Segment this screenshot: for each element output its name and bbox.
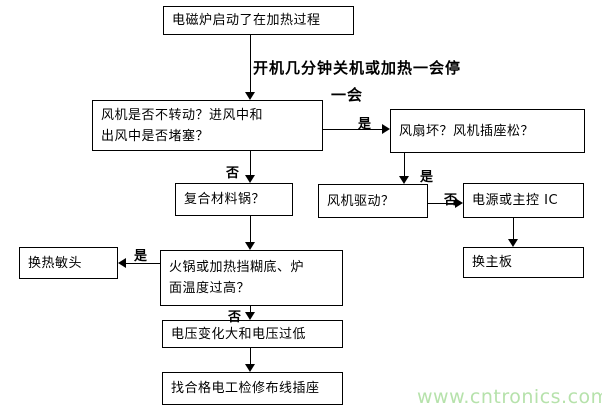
flow-line-composite-pot-to-hotpot [250, 216, 251, 243]
node-fan-check: 风机是否不转动？进风中和 出风中是否堵塞？ [92, 100, 323, 151]
edge-label-hotpot-no: 否 [228, 310, 242, 325]
arrowhead-left-icon [118, 258, 126, 268]
flow-line-power-ic-to-main-board [513, 218, 514, 240]
node-fan-drive: 风机驱动？ [318, 184, 428, 218]
flow-line-hotpot-to-heat-sensor [125, 263, 160, 264]
edge-label-startup-condition-line2: 一会 [331, 86, 364, 104]
node-main-board: 换主板 [463, 247, 584, 278]
arrowhead-down-icon [399, 176, 409, 184]
node-heat-sensor: 换热敏头 [19, 247, 118, 279]
node-voltage: 电压变化大和电压过低 [162, 320, 343, 348]
flow-line-fan-broken-to-fan-drive [404, 153, 405, 177]
flow-line-fan-check-to-fan-broken [323, 129, 383, 130]
arrowhead-down-icon [245, 364, 255, 372]
edge-label-drive-no: 否 [444, 193, 458, 208]
node-main-board-label: 换主板 [472, 255, 513, 270]
arrowhead-down-icon [508, 239, 518, 247]
edge-label-hotpot-yes: 是 [134, 249, 148, 264]
node-start-label: 电磁炉启动了在加热过程 [172, 13, 321, 28]
edge-label-startup-condition-line1: 开机几分钟关机或加热一会停 [253, 59, 462, 77]
node-start: 电磁炉启动了在加热过程 [163, 6, 354, 35]
flow-line-fan-check-to-composite-pot [250, 151, 251, 177]
node-hotpot-line2: 面温度过高？ [169, 281, 251, 296]
flow-line-start-to-fan-check [250, 35, 251, 93]
watermark-text: www.cntronics.com [417, 386, 602, 408]
node-heat-sensor-label: 换热敏头 [28, 255, 83, 271]
node-fan-check-line1: 风机是否不转动？进风中和 [101, 107, 264, 123]
node-voltage-label: 电压变化大和电压过低 [171, 326, 307, 342]
edge-label-fan-no: 否 [226, 166, 240, 181]
arrowhead-down-icon [245, 175, 255, 183]
flow-line-voltage-to-electrician [250, 348, 251, 366]
arrowhead-right-icon [455, 198, 463, 208]
node-composite-pot: 复合材料锅？ [175, 183, 293, 216]
node-fan-check-line2: 出风中是否堵塞？ [101, 128, 210, 144]
node-fan-broken: 风扇坏？风机插座松？ [390, 109, 585, 153]
arrowhead-down-icon [245, 312, 255, 320]
node-electrician-label: 找合格电工检修布线插座 [171, 381, 320, 396]
edge-label-drive-yes: 是 [420, 170, 434, 185]
node-power-ic: 电源或主控 IC [463, 183, 584, 218]
node-hotpot: 火锅或加热挡糊底、炉 面温度过高？ [160, 250, 343, 306]
node-hotpot-line1: 火锅或加热挡糊底、炉 [169, 260, 305, 275]
edge-label-fan-yes: 是 [358, 117, 372, 132]
node-power-ic-label: 电源或主控 IC [472, 193, 559, 208]
arrowhead-down-icon [245, 92, 255, 100]
arrowhead-down-icon [245, 242, 255, 250]
node-fan-broken-label: 风扇坏？风机插座松？ [399, 123, 535, 139]
node-composite-pot-label: 复合材料锅？ [184, 192, 266, 207]
flow-line-hotpot-to-voltage [250, 306, 251, 314]
node-fan-drive-label: 风机驱动？ [327, 193, 395, 209]
node-electrician: 找合格电工检修布线插座 [162, 372, 343, 405]
arrowhead-right-icon [382, 124, 390, 134]
flow-line-fan-drive-to-power-ic [428, 203, 456, 204]
